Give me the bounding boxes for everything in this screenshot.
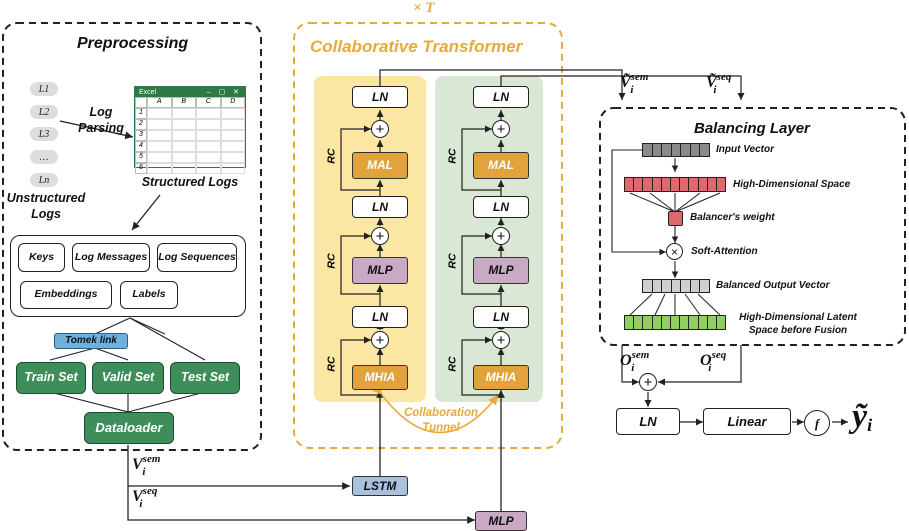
log-parsing-label: Log Parsing bbox=[78, 105, 124, 136]
field-labels: Labels bbox=[120, 281, 178, 309]
linear-box: Linear bbox=[703, 408, 791, 435]
seq-mhia-box: MHIA bbox=[473, 365, 529, 390]
train-set-box: Train Set bbox=[16, 362, 86, 394]
repeat-label: × T bbox=[413, 0, 435, 16]
soft-attention-label: Soft-Attention bbox=[691, 246, 758, 257]
field-embeddings: Embeddings bbox=[20, 281, 112, 309]
output-add: + bbox=[639, 373, 657, 391]
preprocessing-frame bbox=[2, 22, 262, 451]
seq-rc-2: RC bbox=[446, 253, 459, 269]
v-tilde-seq-label: Ṽseqi bbox=[706, 71, 732, 96]
seq-rc-1: RC bbox=[446, 356, 459, 372]
sem-add-3: + bbox=[371, 120, 389, 138]
seq-mal-box: MAL bbox=[473, 152, 529, 179]
tomek-link-box: Tomek link bbox=[54, 333, 128, 349]
seq-add-3: + bbox=[492, 120, 510, 138]
transformer-title: Collaborative Transformer bbox=[310, 37, 523, 56]
o-seq-label: Oseqi bbox=[700, 349, 727, 374]
semantic-panel bbox=[314, 76, 426, 402]
sem-rc-2: RC bbox=[325, 253, 338, 269]
output-ln-box: LN bbox=[616, 408, 680, 435]
balancing-frame bbox=[599, 107, 906, 346]
sem-add-2: + bbox=[371, 227, 389, 245]
seq-add-2: + bbox=[492, 227, 510, 245]
high-dim-label: High-Dimensional Space bbox=[733, 179, 851, 190]
transformer-frame bbox=[293, 22, 563, 449]
log-l3: L3 bbox=[30, 127, 58, 141]
latent-label: High-Dimensional Latent Space before Fus… bbox=[739, 312, 857, 336]
excel-window: Excel– ▢ ✕ A B C D 1 2 3 4 5 6 bbox=[134, 86, 246, 174]
y-hat-output: ỹi bbox=[852, 398, 873, 435]
dataloader-box: Dataloader bbox=[84, 412, 174, 444]
seq-rc-3: RC bbox=[446, 148, 459, 164]
sem-mlp-box: MLP bbox=[352, 257, 408, 284]
log-ellipsis: … bbox=[30, 150, 58, 164]
structured-logs-label: Structured Logs bbox=[141, 175, 239, 189]
balancer-weight-square bbox=[668, 211, 683, 226]
sem-ln-mid: LN bbox=[352, 196, 408, 218]
seq-ln-top: LN bbox=[473, 86, 529, 108]
sequence-panel bbox=[435, 76, 543, 402]
excel-titlebar: Excel– ▢ ✕ bbox=[135, 87, 245, 97]
field-log-sequences: Log Sequences bbox=[157, 243, 237, 272]
balancing-title: Balancing Layer bbox=[694, 120, 810, 137]
log-l1: L1 bbox=[30, 82, 58, 96]
input-vector-label: Input Vector bbox=[716, 144, 774, 155]
fields-container bbox=[10, 235, 246, 317]
sem-mal-box: MAL bbox=[352, 152, 408, 179]
seq-ln-mid: LN bbox=[473, 196, 529, 218]
activation-f: f bbox=[804, 410, 830, 436]
high-dim-vector bbox=[624, 177, 726, 192]
seq-ln-bottom: LN bbox=[473, 306, 529, 328]
log-l2: L2 bbox=[30, 105, 58, 119]
sem-add-1: + bbox=[371, 331, 389, 349]
preprocessing-title: Preprocessing bbox=[77, 35, 189, 52]
balancer-weight-label: Balancer's weight bbox=[690, 212, 775, 223]
sem-rc-3: RC bbox=[325, 148, 338, 164]
sem-ln-bottom: LN bbox=[352, 306, 408, 328]
balanced-output-label: Balanced Output Vector bbox=[716, 280, 830, 291]
input-vector bbox=[642, 143, 710, 157]
field-log-messages: Log Messages bbox=[72, 243, 150, 272]
sem-mhia-box: MHIA bbox=[352, 365, 408, 390]
seq-add-1: + bbox=[492, 331, 510, 349]
soft-attention-op: × bbox=[666, 243, 683, 260]
v-tilde-sem-label: Ṽsemi bbox=[620, 71, 649, 96]
test-set-box: Test Set bbox=[170, 362, 240, 394]
collaboration-tunnel-label: Collaboration Tunnel bbox=[403, 407, 479, 434]
balanced-output-vector bbox=[642, 279, 710, 293]
lstm-box: LSTM bbox=[352, 476, 408, 496]
o-sem-label: Osemi bbox=[620, 349, 650, 374]
field-keys: Keys bbox=[18, 243, 65, 272]
v-sem-label: Vsemi bbox=[132, 453, 161, 478]
seq-mlp-box: MLP bbox=[473, 257, 529, 284]
unstructured-logs-label: Unstructured Logs bbox=[6, 191, 86, 221]
sem-ln-top: LN bbox=[352, 86, 408, 108]
v-seq-label: Vseqi bbox=[132, 485, 158, 510]
valid-set-box: Valid Set bbox=[92, 362, 164, 394]
latent-vector bbox=[624, 315, 726, 330]
sem-rc-1: RC bbox=[325, 356, 338, 372]
log-ln: Ln bbox=[30, 173, 58, 187]
input-mlp-box: MLP bbox=[475, 511, 527, 531]
